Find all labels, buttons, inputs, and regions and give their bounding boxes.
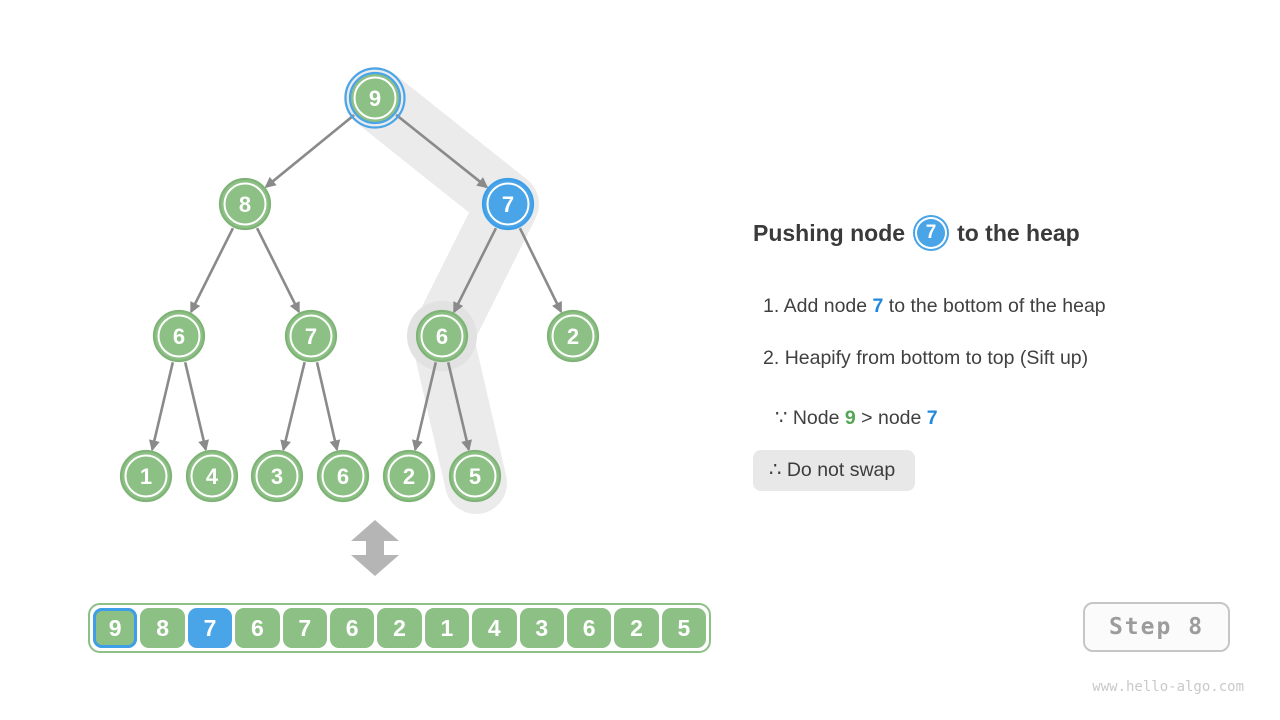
svg-text:5: 5	[469, 464, 481, 489]
instruction-step-1: 1. Add node 7 to the bottom of the heap	[763, 295, 1106, 318]
svg-text:6: 6	[173, 324, 185, 349]
svg-text:2: 2	[403, 464, 415, 489]
because-symbol: ∵	[775, 407, 788, 429]
array-cell-0: 9	[93, 608, 138, 648]
tree-node-6: 6	[415, 309, 469, 363]
title-post: to the heap	[957, 220, 1080, 246]
because-text-mid: > node	[855, 407, 927, 429]
tree-node-1: 1	[119, 449, 173, 503]
tree-node-5: 5	[448, 449, 502, 503]
panel-title: Pushing node 7 to the heap	[753, 212, 1080, 254]
step-indicator: Step 8	[1083, 602, 1230, 652]
svg-text:3: 3	[271, 464, 283, 489]
svg-text:2: 2	[567, 324, 579, 349]
tree-edge	[446, 361, 472, 452]
tree-node-8: 8	[218, 177, 272, 231]
step-2-text: Heapify from bottom to top (Sift up)	[784, 347, 1089, 369]
array-cell-3: 6	[235, 608, 280, 648]
instruction-step-2: 2. Heapify from bottom to top (Sift up)	[763, 347, 1088, 370]
step-1-text: Add node	[783, 295, 873, 317]
array-cell-8: 4	[472, 608, 517, 648]
svg-text:4: 4	[206, 464, 219, 489]
array-cell-10: 6	[566, 608, 612, 648]
svg-text:7: 7	[502, 192, 514, 217]
svg-text:1: 1	[140, 464, 152, 489]
svg-text:7: 7	[305, 324, 317, 349]
badge-value: 7	[925, 221, 937, 243]
array-cell-5: 6	[329, 608, 375, 648]
step-1-highlight: 7	[872, 295, 884, 317]
svg-text:6: 6	[337, 464, 349, 489]
array-cell-12: 5	[661, 608, 707, 648]
because-line: ∵ Node 9 > node 7	[775, 406, 938, 430]
tree-node-6: 6	[152, 309, 206, 363]
tree-edge	[264, 114, 355, 188]
step-2-number: 2.	[763, 347, 780, 369]
array-cell-9: 3	[519, 608, 564, 648]
pushed-node-badge: 7	[913, 214, 950, 251]
heap-tree-diagram: 9 8 7 6 7 6 2 1 4 3 6 2 5	[119, 67, 600, 576]
array-cell-1: 8	[140, 608, 185, 648]
tree-edge	[315, 362, 341, 452]
tree-node-2: 2	[546, 309, 600, 363]
tree-node-9: 9	[344, 67, 406, 129]
svg-text:9: 9	[369, 86, 381, 111]
because-node-9: 9	[844, 407, 856, 429]
tree-node-6: 6	[316, 449, 370, 503]
tree-edge	[518, 227, 563, 314]
tree-edge	[149, 361, 175, 452]
step-1-number: 1.	[763, 295, 780, 317]
step-1-text-end: to the bottom of the heap	[883, 295, 1106, 317]
because-node-7: 7	[926, 407, 938, 429]
because-text: Node	[792, 407, 845, 429]
tree-node-4: 4	[185, 449, 239, 503]
therefore-symbol: ∴	[769, 459, 782, 481]
array-cell-2: 7	[187, 608, 233, 648]
tree-node-7: 7	[481, 177, 535, 231]
tree-edge	[189, 227, 235, 314]
svg-text:8: 8	[239, 192, 251, 217]
tree-node-2: 2	[382, 449, 436, 503]
tree-edge	[183, 361, 209, 452]
tree-edge	[412, 361, 438, 452]
therefore-box: ∴ Do not swap	[753, 450, 916, 491]
array-cell-4: 7	[282, 608, 327, 648]
tree-node-3: 3	[250, 449, 304, 503]
tree-edge	[452, 227, 498, 314]
array-cell-6: 2	[377, 608, 422, 648]
tree-edge	[255, 227, 301, 314]
therefore-text: Do not swap	[786, 459, 896, 481]
tree-edge	[280, 361, 306, 452]
array-cell-11: 2	[614, 608, 659, 648]
watermark: www.hello-algo.com	[1092, 679, 1244, 695]
tree-edge	[395, 113, 489, 189]
array-cell-7: 1	[424, 608, 470, 648]
title-pre: Pushing node	[753, 220, 906, 246]
svg-text:6: 6	[436, 324, 448, 349]
tree-node-7: 7	[284, 309, 338, 363]
sift-path-highlight	[344, 67, 539, 514]
updown-arrow-icon	[351, 520, 399, 576]
